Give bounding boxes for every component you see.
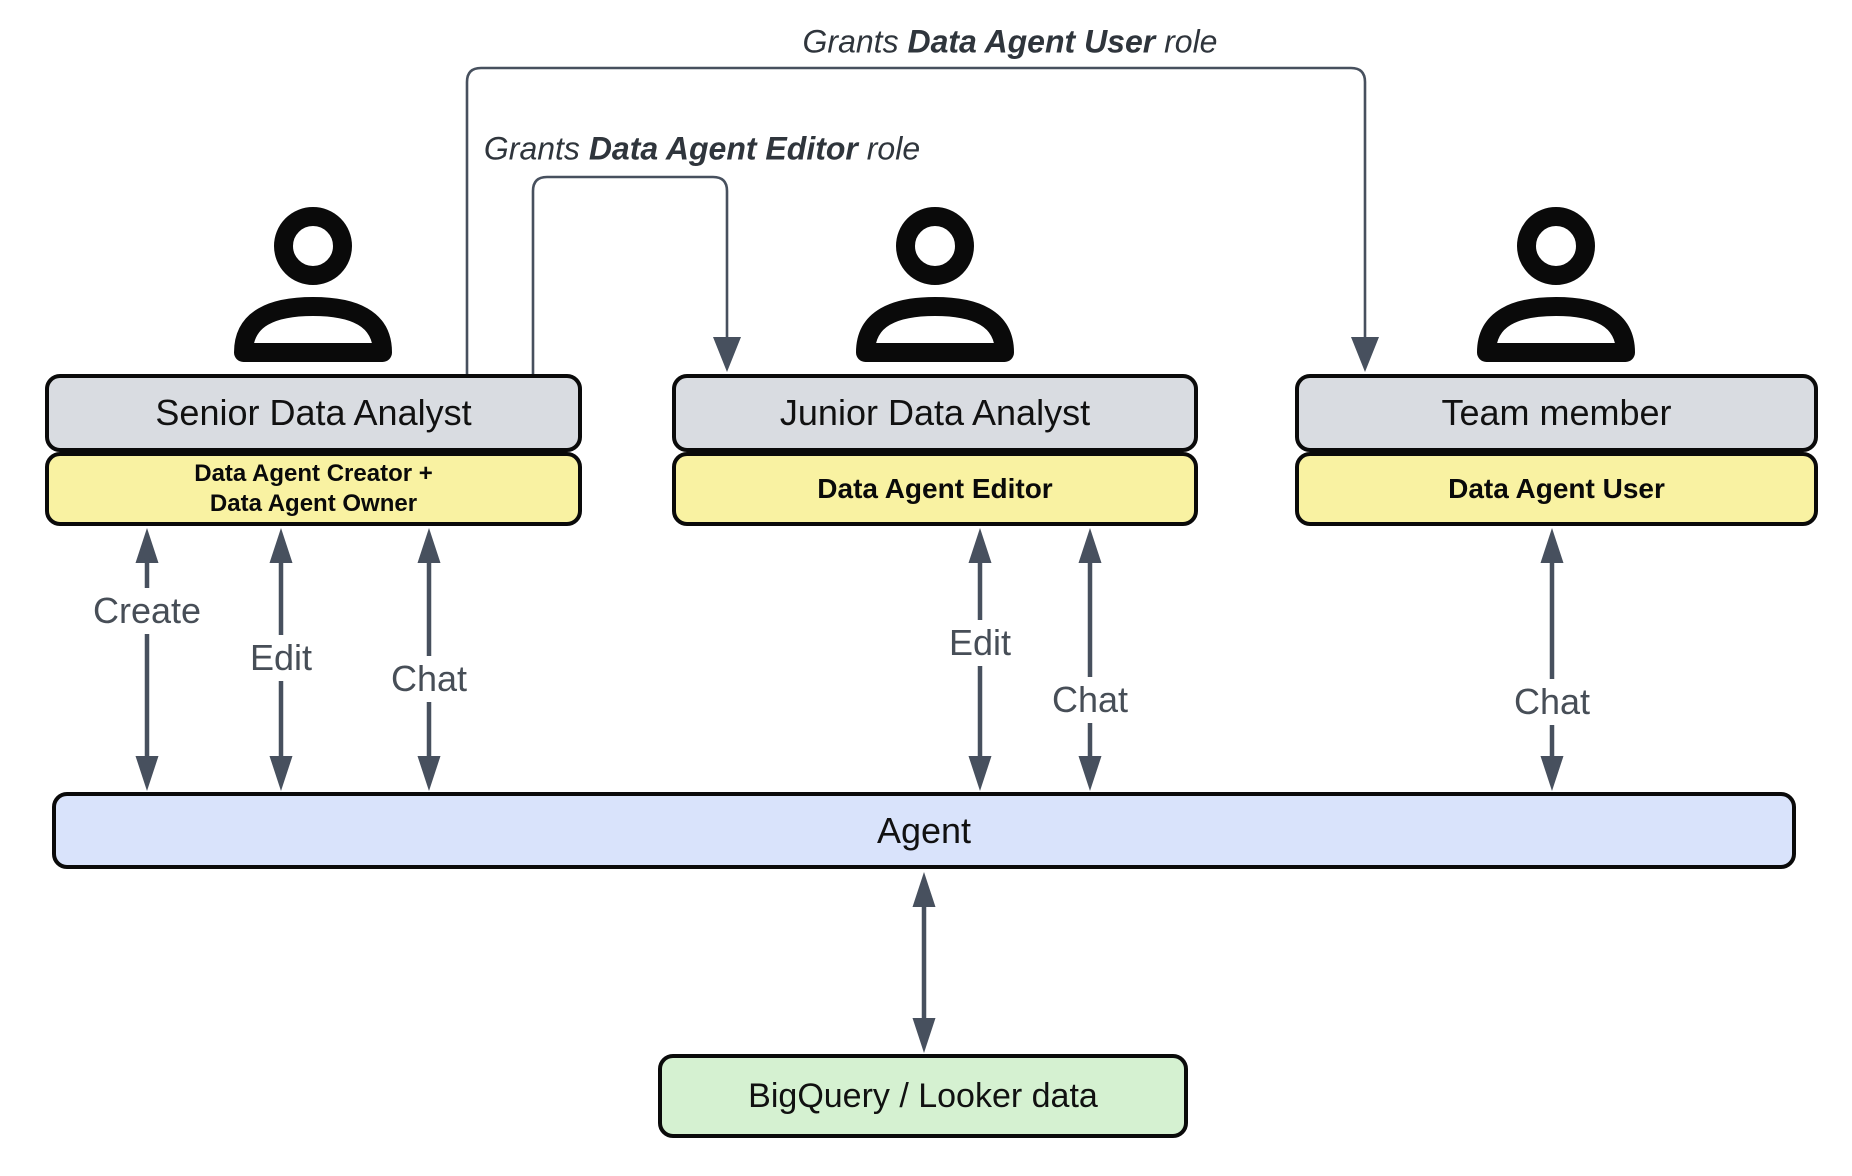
senior-create-arrow xyxy=(135,528,159,791)
datastore-label: BigQuery / Looker data xyxy=(748,1076,1098,1115)
grant-user-role-name: Data Agent User xyxy=(907,23,1156,60)
senior-title: Senior Data Analyst xyxy=(155,392,472,433)
grant-user-label: Grants Data Agent User role xyxy=(798,23,1222,61)
senior-role-line-1: Data Agent Creator + xyxy=(194,460,433,487)
junior-title: Junior Data Analyst xyxy=(779,392,1091,433)
grant-editor-label: Grants Data Agent Editor role xyxy=(479,130,925,168)
agent-bar: Agent xyxy=(52,792,1796,869)
junior-role: Data Agent Editor xyxy=(817,473,1053,504)
junior-edit-label: Edit xyxy=(940,620,1020,666)
team-chat-label: Chat xyxy=(1505,679,1599,725)
junior-person-icon xyxy=(856,207,1014,362)
senior-create-label: Create xyxy=(84,588,210,634)
senior-chat-label: Chat xyxy=(382,656,476,702)
senior-edit-label: Edit xyxy=(241,635,321,681)
grant-editor-arrow xyxy=(531,175,741,374)
senior-title-box: Senior Data Analyst xyxy=(45,374,582,452)
senior-role-box: Data Agent Creator + Data Agent Owner xyxy=(45,452,582,526)
junior-role-box: Data Agent Editor xyxy=(672,452,1198,526)
grant-user-arrow xyxy=(465,66,1379,374)
senior-person-icon xyxy=(234,207,392,362)
senior-role-line-2: Data Agent Owner xyxy=(209,490,418,517)
grant-editor-prefix: Grants xyxy=(483,130,589,167)
grant-user-suffix: role xyxy=(1155,23,1218,60)
junior-chat-label: Chat xyxy=(1043,677,1137,723)
team-chat-arrow xyxy=(1540,528,1564,791)
junior-chat-arrow xyxy=(1078,528,1102,791)
agent-data-arrow xyxy=(912,872,936,1053)
agent-label: Agent xyxy=(876,809,972,851)
grant-user-prefix: Grants xyxy=(802,23,908,60)
junior-title-box: Junior Data Analyst xyxy=(672,374,1198,452)
grant-editor-role-name: Data Agent Editor xyxy=(588,130,858,167)
team-person-icon xyxy=(1477,207,1635,362)
team-title: Team member xyxy=(1441,392,1672,433)
team-title-box: Team member xyxy=(1295,374,1818,452)
datastore-box: BigQuery / Looker data xyxy=(658,1054,1188,1138)
team-role: Data Agent User xyxy=(1448,473,1665,504)
grant-editor-suffix: role xyxy=(857,130,921,167)
team-role-box: Data Agent User xyxy=(1295,452,1818,526)
